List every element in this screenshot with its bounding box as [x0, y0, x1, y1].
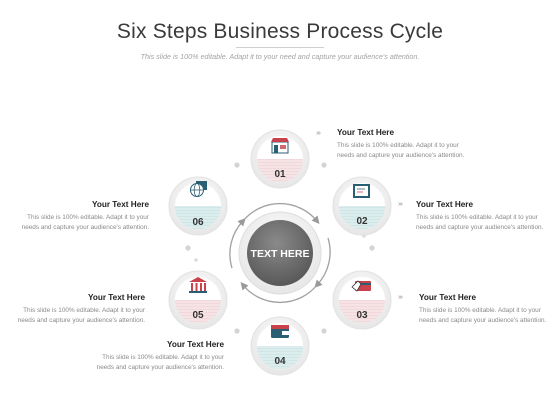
cycle-arrow — [229, 218, 246, 269]
slide-subtitle: This slide is 100% editable. Adapt it to… — [140, 52, 420, 61]
cycle-arrow — [242, 203, 320, 225]
store-icon — [271, 138, 289, 154]
chevron-right-icon: ››› — [316, 130, 321, 137]
step-circle-04: 04 — [250, 316, 310, 376]
title-divider — [236, 47, 324, 48]
step-heading: Your Text Here — [416, 200, 474, 209]
cycle-arrow — [314, 237, 331, 288]
bank-icon — [189, 277, 207, 293]
cycle-arrows — [229, 203, 331, 303]
step-number: 04 — [274, 356, 286, 367]
step-circle-05: 05 — [168, 270, 228, 330]
step-heading: Your Text Here — [166, 340, 224, 349]
step-body: This slide is 100% editable. Adapt it to… — [21, 214, 149, 231]
step-text-01: Your Text Here This slide is 100% editab… — [337, 128, 467, 160]
step-text-02: Your Text Here This slide is 100% editab… — [416, 200, 546, 232]
step-heading: Your Text Here — [87, 293, 145, 302]
step-circle-01: 01 — [250, 129, 310, 189]
step-circle-06: 06 — [168, 176, 228, 236]
step-body: This slide is 100% editable. Adapt it to… — [96, 354, 224, 371]
connector-dot — [234, 328, 240, 334]
connector-dot — [369, 245, 375, 251]
slide-title: Six Steps Business Process Cycle — [116, 20, 444, 43]
dotted-connectors — [185, 162, 375, 334]
step-body: This slide is 100% editable. Adapt it to… — [337, 142, 465, 159]
wallet-icon — [271, 325, 289, 338]
connector-dot — [194, 258, 198, 262]
step-body: This slide is 100% editable. Adapt it to… — [17, 307, 145, 324]
step-circle-03: 03 — [332, 270, 392, 330]
step-number: 03 — [356, 310, 368, 321]
step-number: 02 — [356, 216, 368, 227]
step-body: This slide is 100% editable. Adapt it to… — [416, 214, 544, 231]
globe-network-icon — [190, 181, 207, 197]
card-payment-icon — [351, 280, 371, 292]
step-text-03: Your Text Here This slide is 100% editab… — [419, 293, 549, 325]
connector-dot — [185, 245, 191, 251]
step-text-06: Your Text Here This slide is 100% editab… — [19, 200, 149, 232]
step-body: This slide is 100% editable. Adapt it to… — [419, 307, 547, 324]
hub-label: TEXT HERE — [251, 248, 310, 260]
step-number: 06 — [192, 217, 204, 228]
certificate-icon — [353, 184, 370, 198]
step-number: 01 — [274, 169, 286, 180]
step-text-04: Your Text Here This slide is 100% editab… — [94, 340, 224, 372]
chevron-right-icon: ››› — [398, 201, 403, 208]
step-text-05: Your Text Here This slide is 100% editab… — [15, 293, 145, 325]
connector-dot — [234, 162, 240, 168]
step-heading: Your Text Here — [419, 293, 477, 302]
step-heading: Your Text Here — [91, 200, 149, 209]
cycle-arrow — [240, 281, 318, 303]
chevron-right-icon: ››› — [398, 294, 403, 301]
connector-dot — [321, 162, 327, 168]
center-hub: TEXT HERE — [238, 211, 322, 295]
connector-dot — [321, 328, 327, 334]
step-heading: Your Text Here — [337, 128, 395, 137]
step-circle-02: 02 — [332, 176, 392, 236]
step-number: 05 — [192, 310, 204, 321]
